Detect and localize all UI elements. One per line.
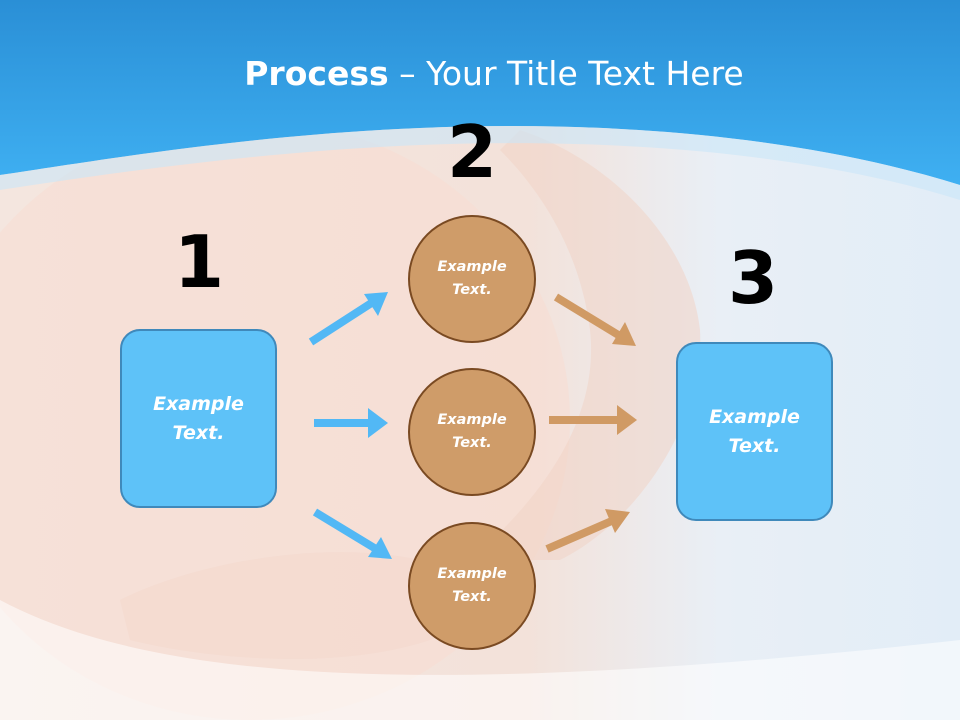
step-3-box: Example Text. xyxy=(676,342,833,521)
step-2-circle-top: Example Text. xyxy=(408,215,536,343)
circle-top-label: Example Text. xyxy=(437,259,507,298)
header-wave-light xyxy=(0,125,960,200)
circle-bottom-label: Example Text. xyxy=(437,566,507,605)
blue-arrows xyxy=(308,292,392,559)
photo-hand-shape xyxy=(120,552,463,659)
arrow-tan-up-right xyxy=(545,509,630,553)
title-dash: – xyxy=(388,54,427,93)
arrow-up-right xyxy=(308,292,388,346)
arrow-right xyxy=(314,408,388,438)
step-3-label: Example Text. xyxy=(709,405,800,457)
arrow-down-right xyxy=(312,508,392,559)
circle-middle-label: Example Text. xyxy=(437,412,507,451)
title-rest: Your Title Text Here xyxy=(426,54,744,93)
photo-arm-shape xyxy=(470,130,701,560)
step-1-number: 1 xyxy=(173,220,225,304)
slide-title: Process – Your Title Text Here xyxy=(0,52,960,96)
step-1-box: Example Text. xyxy=(120,329,277,508)
tan-arrows xyxy=(545,293,637,553)
step-3-number: 3 xyxy=(727,236,779,320)
step-2-circle-bottom: Example Text. xyxy=(408,522,536,650)
arrow-tan-right xyxy=(549,405,637,435)
step-1-label: Example Text. xyxy=(153,392,244,444)
header-band xyxy=(0,0,960,185)
step-2-circle-middle: Example Text. xyxy=(408,368,536,496)
photo-cloth-shape xyxy=(0,600,960,720)
title-bold: Process xyxy=(244,54,389,93)
arrow-tan-down-right xyxy=(553,293,636,346)
step-2-number: 2 xyxy=(446,110,498,194)
